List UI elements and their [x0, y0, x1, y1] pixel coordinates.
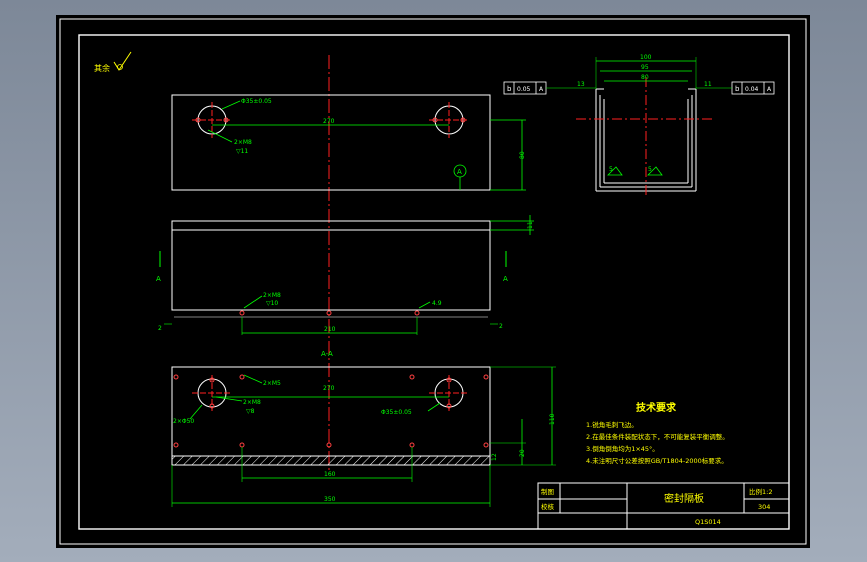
section-label: A-A [321, 350, 333, 358]
side-dim-left: 13 [577, 81, 585, 88]
flatness-left-value: 0.05 [517, 86, 531, 93]
section-bottom-dim-overall: 350 [324, 496, 336, 503]
roughness-icon [113, 51, 132, 71]
flatness-right-symbol: b [735, 85, 740, 93]
note-item: 2.在最佳条件装配状态下，不可能复装平衡调整。 [586, 432, 729, 441]
drawing-number: Q1S014 [695, 518, 721, 526]
side-weld-right: 5 [648, 166, 652, 173]
top-hole-depth: ▽11 [236, 148, 248, 155]
section-height-mid: 20 [519, 449, 526, 457]
top-datum: A [457, 168, 462, 176]
side-view: 5 5 100 95 80 b 0.05 A 13 b 0.04 A [503, 54, 775, 195]
designer-label: 制图 [541, 487, 554, 496]
scale-label: 比例1:2 [749, 487, 772, 496]
drawing-sheet: 其余 270 Φ35±0.05 2×M8 ▽11 80 A [56, 15, 810, 548]
flatness-right: b 0.04 A 11 [696, 81, 775, 95]
edge-dim-right: 2 [499, 323, 503, 330]
top-view: 270 Φ35±0.05 2×M8 ▽11 80 A [171, 94, 526, 191]
section-chamfer: 2×M5 [263, 380, 281, 387]
side-weld-left: 5 [609, 166, 613, 173]
top-hole-dia: Φ35±0.05 [241, 98, 272, 105]
note-item: 3.倒角倒角均为1×45°。 [586, 444, 659, 453]
side-dim-right: 11 [704, 81, 712, 88]
section-hole-depth-left: ▽8 [246, 408, 255, 415]
side-width-overall: 100 [640, 54, 652, 61]
notes-title: 技术要求 [636, 401, 677, 414]
front-thickness: 11 [527, 221, 534, 229]
front-thread-label: 4.9 [432, 300, 442, 307]
note-item: 1.锐角毛刺飞边。 [586, 420, 638, 429]
top-height-dim: 80 [519, 151, 526, 159]
outer-border [59, 18, 807, 545]
roughness-note: 其余 [94, 51, 132, 73]
note-item: 4.未注明尺寸公差按照GB/T1804-2000标要求。 [586, 456, 728, 465]
flatness-right-datum: A [767, 86, 772, 93]
front-view-outline [171, 229, 491, 311]
section-center-distance: 270 [323, 385, 335, 392]
edge-dim-left: 2 [158, 325, 162, 332]
top-hole-spec: 2×M8 [234, 139, 252, 146]
side-width-inner: 80 [641, 74, 649, 81]
front-center-distance: 210 [324, 326, 336, 333]
drawing-title: 密封隔板 [664, 492, 704, 505]
title-block: 制图 校核 密封隔板 比例1:2 304 Q1S014 [537, 482, 790, 530]
section-mark-right: A [503, 275, 508, 283]
flatness-left-symbol: b [507, 85, 512, 93]
section-view: 2×M5 2×M8 ▽8 2×Φ50 Φ35±0.05 270 160 350 … [171, 366, 556, 507]
inner-border [78, 34, 790, 530]
section-bottom-dim-inner: 160 [324, 471, 336, 478]
hatched-section [171, 455, 491, 466]
roughness-label: 其余 [94, 63, 110, 73]
section-hole-dia-left: 2×Φ50 [173, 418, 194, 425]
front-hole-depth: ▽10 [266, 300, 278, 307]
section-hole-spec-left: 2×M8 [243, 399, 261, 406]
drawing-canvas: 其余 270 Φ35±0.05 2×M8 ▽11 80 A [59, 18, 807, 545]
flatness-left-datum: A [539, 86, 544, 93]
technical-notes: 技术要求 1.锐角毛刺飞边。 2.在最佳条件装配状态下，不可能复装平衡调整。 3… [586, 401, 729, 465]
section-height-overall: 110 [549, 413, 556, 425]
section-hole-dia-right: Φ35±0.05 [381, 409, 412, 416]
flatness-left: b 0.05 A 13 [503, 81, 596, 95]
top-center-distance: 270 [323, 118, 335, 125]
material-label: 304 [758, 503, 770, 511]
front-hole-spec: 2×M8 [263, 292, 281, 299]
flatness-right-value: 0.04 [745, 86, 759, 93]
checker-label: 校核 [541, 502, 555, 511]
top-view-outline [171, 94, 491, 191]
front-view: 2×M8 ▽10 4.9 210 11 A A 2 2 [156, 215, 534, 335]
section-mark-left: A [156, 275, 161, 283]
section-height-small: 12 [491, 453, 498, 461]
side-width-mid: 95 [641, 64, 649, 71]
